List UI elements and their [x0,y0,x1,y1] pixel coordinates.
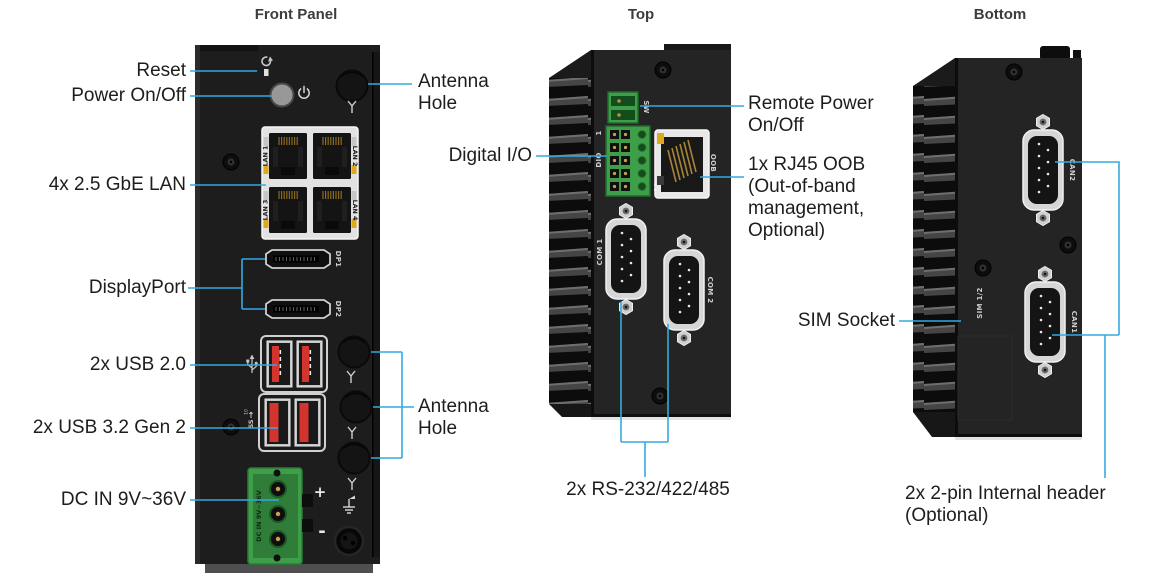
heatsink-fins [913,86,955,412]
ground-icon [343,495,355,514]
front-panel-base [205,564,373,573]
lan2-port [312,132,352,180]
can1-print: CAN1 [1070,311,1078,333]
plus-sign: + [314,483,327,501]
minus-sign: - [318,521,325,542]
front-panel-title: Front Panel [254,6,338,23]
internal-header-callout-line [1052,161,1120,478]
can2-port [1022,113,1064,227]
antenna-hole-2 [339,390,373,424]
reset-icon [261,56,273,67]
top-device: SW 1 DIO 10 [549,44,731,420]
usb3-ports [258,393,326,452]
heatsink-fins [549,78,591,404]
can1-port [1024,265,1066,379]
top-connector [1040,46,1070,60]
antenna-hole-top [335,69,369,103]
lan-label: 4x 2.5 GbE LAN [48,174,186,195]
bottom-title: Bottom [973,6,1027,23]
lan3-print: LAN 3 [263,200,270,221]
power-label: Power On/Off [71,85,186,106]
reset-label: Reset [136,60,186,81]
usb-ss10-icon: SS 10 [244,409,256,429]
screw [1005,63,1023,81]
internal-header-label: 2x 2-pin Internal header (Optional) [905,483,1106,526]
remote-power-connector [607,91,639,124]
displayport-callout-line [188,258,265,310]
screw [974,259,992,277]
power-icon [298,85,310,99]
dc-in-print: DC IN 9V~36V [255,490,263,542]
antenna-hole-bottom-label: Antenna Hole [418,396,489,439]
dio-connector [605,125,651,197]
dio-print: DIO [595,152,603,167]
antenna-hole-1 [337,335,371,369]
lan-port-block: LAN 1 LAN 2 LAN 3 LAN 4 [261,126,359,240]
callout-lines [188,70,1120,501]
bottom-device: CAN2 CAN1 SIM 1/2 [913,46,1082,440]
antenna-hole-3 [337,441,371,475]
com1-port [605,202,647,316]
dp2-print: DP2 [334,301,342,318]
lan2-print: LAN 2 [351,146,358,167]
digital-io-label: Digital I/O [448,145,532,166]
serial-callout-line [620,302,669,477]
svg-text:SS: SS [247,419,255,428]
screw [651,387,669,405]
usb2-ports [260,335,328,393]
serial-label: 2x RS-232/422/485 [566,479,730,500]
lan3-port [268,186,308,234]
displayport-1: DP1 [265,249,342,269]
oob-port [654,129,710,199]
sim-socket-label: SIM Socket [797,310,895,331]
screw [654,61,672,79]
drain-plug [333,525,365,557]
dc-in-label: DC IN 9V~36V [60,489,186,510]
power-button [269,82,295,108]
reset-led [264,69,269,76]
displayport-label: DisplayPort [88,277,186,298]
svg-text:10: 10 [244,409,250,415]
lan1-port [268,132,308,180]
sim-cover-seam [957,335,1013,421]
antenna-hole-top-label: Antenna Hole [418,71,489,114]
sim-print: SIM 1/2 [976,287,984,318]
can2-print: CAN2 [1068,159,1076,181]
antenna-bottom-callout-line [371,351,414,459]
oob-label: 1x RJ45 OOB (Out-of-band management, Opt… [748,154,866,241]
lan1-print: LAN 1 [263,146,270,167]
dio-pin1-print: 1 [595,130,603,135]
screw [1059,236,1077,254]
lan4-port [312,186,352,234]
screw [222,418,240,436]
oob-print: OOB [709,154,717,172]
lan4-print: LAN 4 [351,200,358,221]
usb3-label: 2x USB 3.2 Gen 2 [32,417,186,438]
top-title: Top [627,6,655,23]
usb2-label: 2x USB 2.0 [89,354,186,375]
dp1-print: DP1 [334,251,342,268]
dc-in-terminal: DC IN 9V~36V [247,467,313,565]
com2-print: COM 2 [706,277,714,304]
sw-print: SW [642,100,650,113]
screw [222,153,240,171]
com1-print: COM 1 [596,239,604,266]
displayport-2: DP2 [265,299,342,319]
com2-port [663,233,705,347]
front-panel-device: LAN 1 LAN 2 LAN 3 LAN 4 DP1 [195,45,380,573]
remote-power-label: Remote Power On/Off [748,93,874,136]
lan-leds [263,137,357,228]
